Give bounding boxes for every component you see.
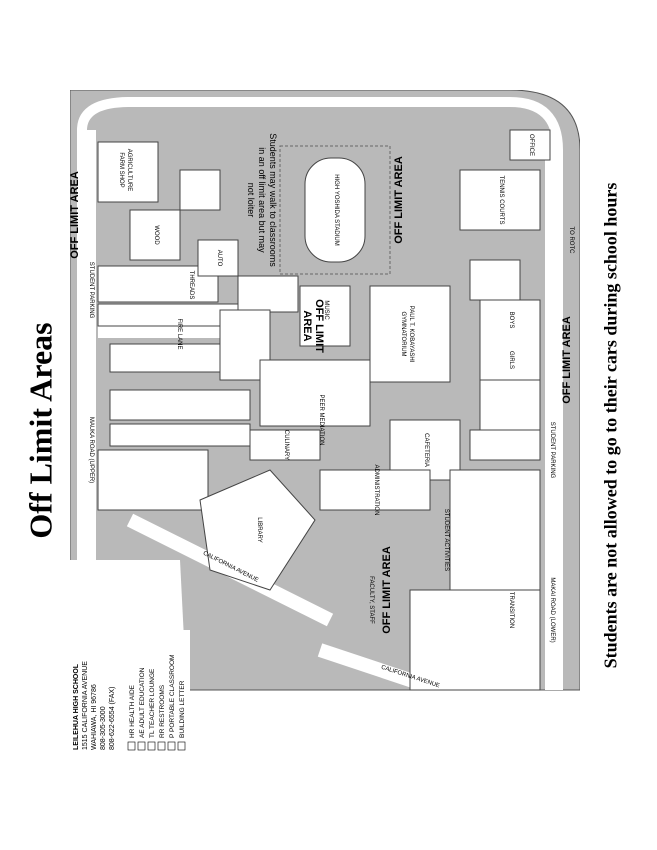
legend-item: RR RESTROOMS [159, 684, 166, 738]
bldg-rotc [509, 129, 551, 161]
footer-note: Students are not allowed to go to their … [600, 182, 621, 668]
bldg-56 [179, 169, 221, 211]
library-label: LIBRARY [256, 517, 262, 543]
info-panel-white [70, 560, 190, 758]
legend-box [137, 741, 146, 751]
bldg-37 [97, 449, 209, 511]
road-mauka [84, 130, 96, 600]
student-parking-bottom: STUDENT PARKING [549, 422, 555, 479]
bldg-gym [369, 285, 451, 383]
bldg-47 [109, 343, 241, 373]
legend-item: HR HEALTH AIDE [129, 684, 136, 738]
walk-note-2: in an off limit area but may [257, 147, 267, 253]
gym-label-1: PAUL T. KOBAYASHI [408, 306, 414, 363]
legend-box [127, 741, 136, 751]
bldg-101 [259, 359, 371, 427]
bldg-admin [319, 469, 431, 511]
page-title: Off Limit Areas [22, 321, 59, 539]
off-limit-3b: AREA [301, 310, 313, 341]
student-activities-label: STUDENT ACTIVITIES [443, 509, 449, 571]
campus-map: AGRICULTURE FARM SHOP WOOD AUTO THREADS … [70, 90, 580, 758]
campus-map-svg: AGRICULTURE FARM SHOP WOOD AUTO THREADS … [70, 90, 580, 758]
bldg-51 [237, 275, 299, 313]
legend-item: P PORTABLE CLASSROOM [169, 655, 176, 738]
wood-shop-label: WOOD [153, 225, 159, 245]
school-phone: 808-305-3000 [100, 706, 107, 750]
admin-label: ADMINISTRATION [373, 465, 379, 516]
bldg-auto [197, 239, 239, 277]
legend-item: BUILDING LETTER [179, 680, 186, 738]
road-makai [545, 130, 557, 690]
off-limit-3a: OFF LIMIT [313, 299, 325, 353]
bldg-block-low [409, 589, 541, 691]
bldg-43 [109, 389, 251, 421]
walk-note-1: Students may walk to classrooms [268, 133, 278, 267]
off-limit-4: OFF LIMIT AREA [561, 316, 573, 404]
stadium-field [304, 157, 366, 263]
school-address: 1515 CALIFORNIA AVENUE [82, 661, 89, 750]
legend-box [167, 741, 176, 751]
off-limit-1: OFF LIMIT AREA [70, 171, 81, 259]
fire-lane-label: FIRE LANE [176, 318, 182, 349]
bldg-lockers [479, 299, 541, 381]
agri-shop [97, 141, 159, 203]
walk-note-3: not loiter [246, 183, 256, 218]
transition-center-label: TRANSITION [508, 592, 514, 628]
stadium-label: HIGH YOSHIDA STADIUM [333, 174, 339, 245]
bldg-library [199, 469, 316, 591]
school-fax: 808-622-6554 (FAX) [109, 687, 116, 750]
makai-road-label: MAKAI ROAD (LOWER) [549, 577, 555, 642]
music-label: MUSIC [323, 300, 329, 320]
legend-box [177, 741, 186, 751]
peer-mediation-label: PEER MEDIATION [318, 395, 324, 446]
faculty-parking-label: FACULTY, STAFF [368, 576, 374, 624]
road-fire-lane [98, 326, 258, 338]
tennis-label: TENNIS COURTS [498, 176, 504, 225]
legend-item: AE ADULT EDUCATION [139, 667, 146, 738]
stadium-box [279, 145, 391, 275]
mauka-road-label: MAUKA ROAD (UPPER) [88, 417, 94, 483]
bldg-pe [469, 429, 541, 461]
school-name: LEILEHUA HIGH SCHOOL [73, 663, 80, 750]
bldg-tennis [459, 169, 541, 231]
school-city: WAHIAWA, HI 96786 [91, 684, 98, 750]
bldg-athletic [469, 259, 521, 301]
page-title-wrap: Off Limit Areas [17, 320, 65, 540]
bldg-54 [129, 209, 181, 261]
auto-shop-label: AUTO [216, 250, 222, 267]
legend-box [147, 741, 156, 751]
footer-note-wrap: Students are not allowed to go to their … [591, 120, 631, 730]
girls-locker-label: GIRLS [508, 351, 514, 369]
bldg-50 [97, 303, 239, 327]
gym-label-2: GYMNATORIUM [400, 311, 406, 356]
tech-threads-label: THREADS [188, 271, 194, 300]
bldg-culinary [249, 429, 321, 461]
to-rotc-label: TO ROTC [568, 227, 574, 255]
agri-label-2: FARM SHOP [118, 152, 124, 187]
bldg-38 [109, 423, 251, 447]
agri-label-1: AGRICULTURE [126, 149, 132, 192]
legend-box [157, 741, 166, 751]
student-parking-top: STUDENT PARKING [88, 262, 94, 319]
bldg-p17 [479, 379, 541, 431]
bldg-block-13 [449, 469, 541, 591]
off-limit-2: OFF LIMIT AREA [393, 156, 405, 244]
cafeteria-label: CAFETERIA [423, 433, 429, 467]
off-limit-5: OFF LIMIT AREA [381, 546, 393, 634]
culinary-label: CULINARY [283, 430, 289, 460]
bldg-music [299, 285, 351, 347]
rotc-office-label: OFFICE [528, 134, 534, 156]
legend-item: TL TEACHER LOUNGE [149, 668, 156, 738]
boys-locker-label: BOYS [508, 312, 514, 329]
